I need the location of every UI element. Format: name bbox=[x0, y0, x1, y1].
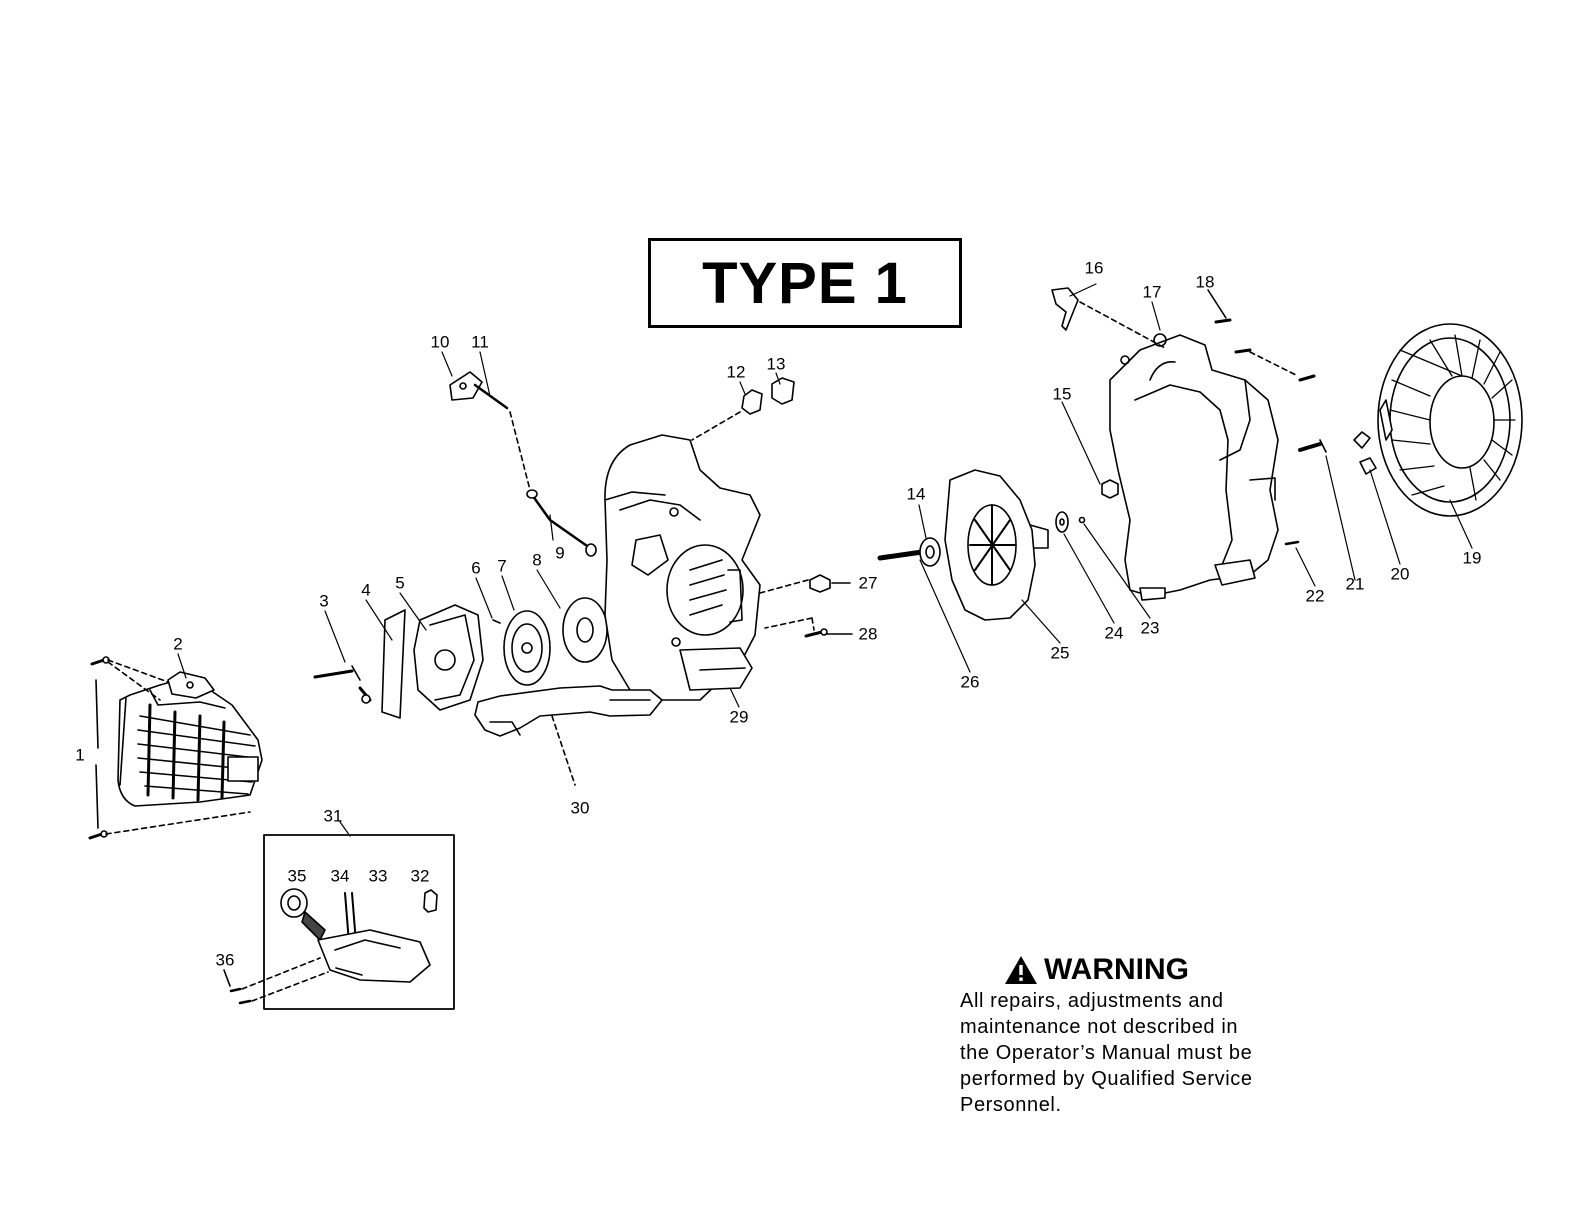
main-blower-housing-part bbox=[604, 434, 761, 701]
engine-cover-part bbox=[117, 671, 263, 807]
warning-text: All repairs, adjustments and maintenance… bbox=[960, 988, 1320, 1118]
bolt-clamp-parts bbox=[1284, 431, 1377, 546]
callout-label: 1 bbox=[75, 745, 85, 765]
warning-heading: WARNING bbox=[1004, 952, 1320, 988]
callout-label: 20 bbox=[1390, 564, 1410, 584]
diagram-title-box: TYPE 1 bbox=[648, 238, 962, 328]
callout-label: 19 bbox=[1462, 548, 1482, 568]
callout-label: 10 bbox=[430, 332, 450, 352]
callout-label: 3 bbox=[319, 591, 329, 611]
warning-line: Personnel. bbox=[960, 1094, 1062, 1116]
callout-label: 30 bbox=[570, 798, 590, 818]
warning-notice: WARNING All repairs, adjustments and mai… bbox=[960, 952, 1320, 1118]
callout-label: 15 bbox=[1052, 384, 1072, 404]
blower-housing-right-part bbox=[1109, 333, 1279, 601]
leader-lines bbox=[177, 283, 1473, 837]
cover-screws-part bbox=[88, 656, 251, 840]
callout-label: 7 bbox=[497, 556, 507, 576]
throttle-cable-part bbox=[1051, 287, 1166, 349]
callout-label: 27 bbox=[858, 573, 878, 593]
callout-label: 22 bbox=[1305, 586, 1325, 606]
callout-label: 5 bbox=[395, 573, 405, 593]
callout-label: 12 bbox=[726, 362, 746, 382]
nut-bolt-parts bbox=[759, 574, 853, 638]
callout-label: 25 bbox=[1050, 643, 1070, 663]
warning-title: WARNING bbox=[1044, 953, 1189, 986]
callout-label: 21 bbox=[1345, 574, 1365, 594]
warning-line: the Operator’s Manual must be bbox=[960, 1042, 1253, 1064]
callout-label: 6 bbox=[471, 558, 481, 578]
callout-label: 14 bbox=[906, 484, 926, 504]
starter-assembly-parts bbox=[313, 597, 608, 719]
callout-label: 4 bbox=[361, 580, 371, 600]
warning-line: maintenance not described in bbox=[960, 1016, 1239, 1038]
warning-line: All repairs, adjustments and bbox=[960, 990, 1224, 1012]
callout-label: 28 bbox=[858, 624, 878, 644]
callout-label: 29 bbox=[729, 707, 749, 727]
air-filter-parts bbox=[691, 377, 795, 441]
callout-label: 8 bbox=[532, 550, 542, 570]
callout-label: 16 bbox=[1084, 258, 1104, 278]
callout-label: 35 bbox=[287, 866, 307, 886]
callout-label: 33 bbox=[368, 866, 388, 886]
callout-label: 18 bbox=[1195, 272, 1215, 292]
kit-box-31 bbox=[223, 834, 455, 1010]
callout-label: 23 bbox=[1140, 618, 1160, 638]
callout-label: 11 bbox=[471, 332, 489, 352]
callout-label: 34 bbox=[330, 866, 350, 886]
callout-label: 31 bbox=[323, 806, 343, 826]
callout-label: 32 bbox=[410, 866, 430, 886]
callout-label: 13 bbox=[766, 354, 786, 374]
washer-nut-parts bbox=[1055, 479, 1119, 533]
callout-label: 36 bbox=[215, 950, 235, 970]
callout-label: 24 bbox=[1104, 623, 1124, 643]
callout-label: 2 bbox=[173, 634, 183, 654]
fan-impeller-parts bbox=[877, 469, 1049, 621]
callout-label: 9 bbox=[555, 543, 565, 563]
callout-label: 17 bbox=[1142, 282, 1162, 302]
fuel-line-parts bbox=[449, 371, 597, 557]
diagram-title: TYPE 1 bbox=[702, 250, 908, 316]
intake-grille-part bbox=[1377, 323, 1523, 517]
warning-line: performed by Qualified Service bbox=[960, 1068, 1253, 1090]
callout-label: 26 bbox=[960, 672, 980, 692]
handle-part bbox=[474, 685, 663, 786]
housing-screws-part bbox=[1207, 289, 1316, 382]
warning-triangle-icon bbox=[1005, 956, 1037, 984]
